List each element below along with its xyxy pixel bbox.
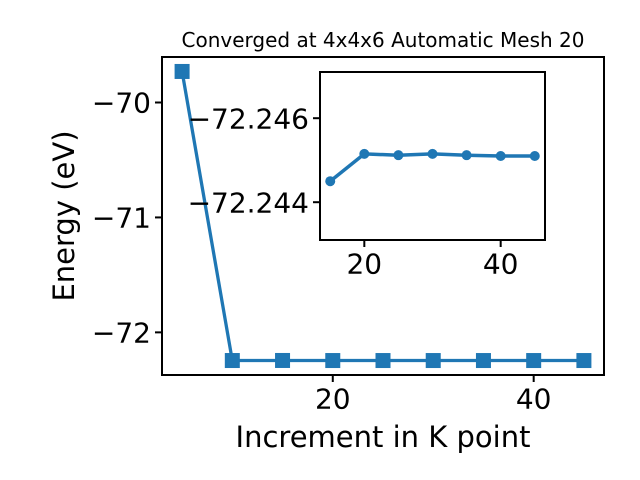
main-x-tick-label: 40 xyxy=(516,383,552,416)
main-data-point-marker xyxy=(425,353,441,369)
inset-data-point-marker xyxy=(325,176,336,187)
inset-y-tick-label: −72.246 xyxy=(188,102,309,135)
inset-x-tick-label: 20 xyxy=(346,248,382,281)
main-y-tick-label: −72 xyxy=(92,316,151,349)
main-axes-frame xyxy=(161,56,605,376)
inset-axes-frame xyxy=(319,71,546,241)
inset-data-point-marker xyxy=(359,148,370,159)
chart-title: Converged at 4x4x6 Automatic Mesh 20 xyxy=(182,28,585,52)
main-data-point-marker xyxy=(325,353,341,369)
inset-y-tick-label: −72.244 xyxy=(188,186,309,219)
inset-data-point-marker xyxy=(393,150,404,161)
main-data-point-marker xyxy=(475,353,491,369)
main-data-point-marker xyxy=(526,353,542,369)
main-data-point-marker xyxy=(224,353,240,369)
y-axis-label: Energy (eV) xyxy=(47,130,81,301)
plot-layer: 20 40 −70 −71 −72 20 40 −72.246 −72.244 xyxy=(92,56,605,416)
main-data-point-marker xyxy=(576,353,592,369)
inset-data-point-marker xyxy=(461,150,472,161)
inset-data-point-marker xyxy=(427,148,438,159)
main-y-tick-label: −71 xyxy=(92,202,151,235)
main-y-tick-label: −70 xyxy=(92,87,151,120)
x-axis-label: Increment in K point xyxy=(236,420,531,454)
main-data-point-marker xyxy=(174,63,190,79)
main-data-point-marker xyxy=(375,353,391,369)
inset-data-point-marker xyxy=(529,151,540,161)
inset-x-tick-label: 40 xyxy=(483,248,519,281)
main-data-point-marker xyxy=(275,352,291,368)
main-x-tick-label: 20 xyxy=(315,383,351,416)
inset-data-point-marker xyxy=(495,151,506,161)
